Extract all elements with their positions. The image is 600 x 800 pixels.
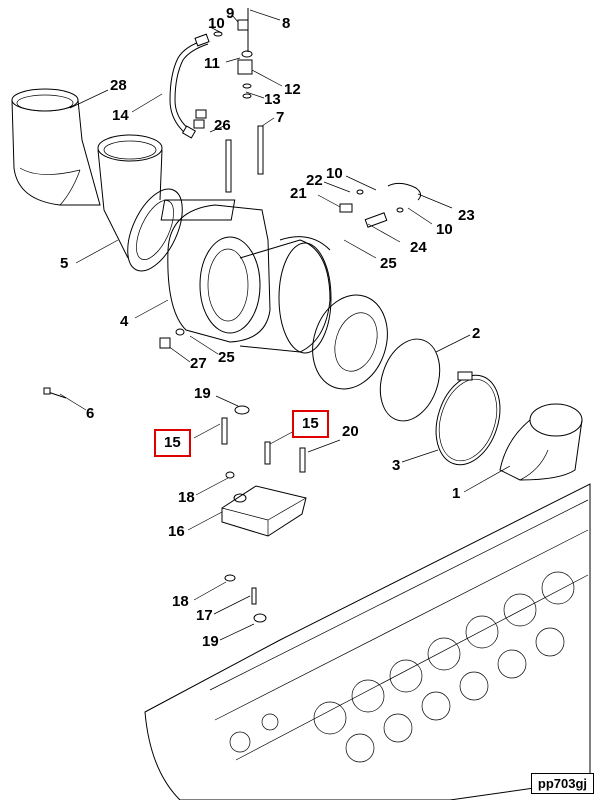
- fittings-25-27: [159, 328, 185, 349]
- callout-6: 6: [86, 405, 95, 422]
- callout-1: 1: [452, 485, 461, 502]
- callout-27: 27: [190, 355, 207, 372]
- callout-17: 17: [196, 607, 213, 624]
- callout-3: 3: [392, 457, 401, 474]
- callout-11: 11: [204, 55, 220, 72]
- callout-23: 23: [458, 207, 475, 224]
- drawing-reference-code: pp703gj: [530, 773, 594, 794]
- clamp-band-3: [435, 371, 501, 466]
- callout-15-b-highlighted: 15: [292, 410, 329, 438]
- callout-24: 24: [410, 239, 427, 256]
- callout-13: 13: [264, 91, 281, 108]
- callout-16: 16: [168, 523, 185, 540]
- bolts-15-20: [221, 405, 306, 473]
- callout-9: 9: [226, 5, 235, 22]
- oil-pipe-14: [169, 33, 210, 139]
- fittings-8-13: [193, 8, 253, 129]
- callout-22: 22: [306, 172, 323, 189]
- callout-14: 14: [112, 107, 129, 124]
- callout-15-highlighted: 15: [154, 429, 191, 457]
- callout-10-c: 10: [436, 221, 453, 238]
- callout-18-b: 18: [172, 593, 189, 610]
- callout-5: 5: [60, 255, 69, 272]
- fittings-21-24: [339, 182, 422, 228]
- callout-21: 21: [290, 185, 307, 202]
- callout-26: 26: [214, 117, 231, 134]
- turbine-housing-4: [160, 199, 271, 343]
- flange-ring-2: [312, 294, 441, 422]
- mounting-block-16: [221, 471, 307, 623]
- callout-8: 8: [282, 15, 291, 32]
- callout-7: 7: [276, 109, 285, 126]
- callout-25: 25: [380, 255, 397, 272]
- bolt-6: [43, 387, 67, 399]
- callout-4: 4: [120, 313, 129, 330]
- outlet-elbow-28: [11, 88, 101, 206]
- callout-10: 10: [208, 15, 225, 32]
- callout-28: 28: [110, 77, 127, 94]
- engine-block: [144, 483, 591, 800]
- callout-2: 2: [472, 325, 481, 342]
- callout-25-b: 25: [218, 349, 235, 366]
- studs-26-7: [225, 125, 264, 193]
- callout-12: 12: [284, 81, 301, 98]
- callout-20: 20: [342, 423, 359, 440]
- compressor-housing: [239, 236, 332, 354]
- adapter-housing-5: [97, 134, 183, 272]
- outlet-1: [499, 403, 583, 481]
- callout-18: 18: [178, 489, 195, 506]
- callout-19: 19: [194, 385, 211, 402]
- callout-10-b: 10: [326, 165, 343, 182]
- leader-lines: [59, 9, 511, 641]
- callout-19-b: 19: [202, 633, 219, 650]
